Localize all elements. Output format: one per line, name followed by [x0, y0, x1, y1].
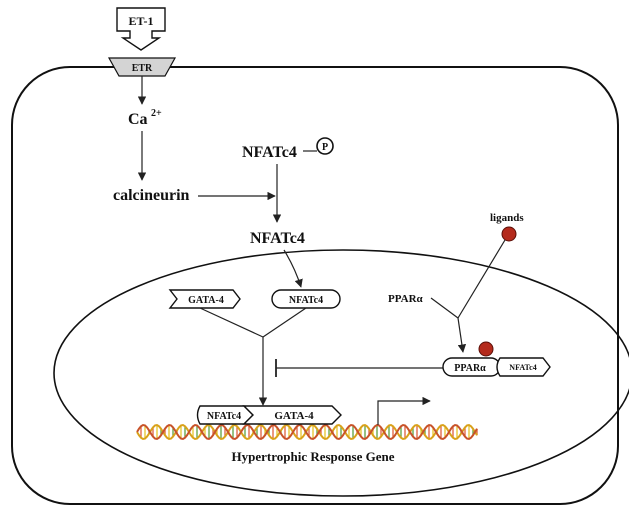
calcium-label: Ca — [128, 111, 148, 128]
cell-membrane — [11, 66, 619, 505]
phosphate-symbol: P — [322, 142, 328, 153]
nfatc4-gene-label: NFATc4 — [207, 411, 241, 422]
nucleus — [53, 249, 629, 497]
et1-arrow-box — [116, 7, 166, 51]
nfatc4-nuclear-import-arrow — [283, 249, 303, 288]
ligand-circle — [501, 226, 517, 242]
ppar-complex-label: PPARα — [454, 363, 486, 374]
gata4-gene-box — [242, 405, 342, 425]
nfatc4-to-junction-line — [262, 307, 307, 338]
gene-label: Hypertrophic Response Gene — [232, 449, 395, 464]
ppar-to-junction-line — [430, 297, 459, 319]
nfatc4-complex-label: NFATc4 — [509, 363, 536, 372]
nfatc4-complex-box — [496, 357, 551, 377]
phosphate-circle — [316, 137, 334, 155]
nfatc4-phospho-label: NFATc4 — [242, 144, 297, 161]
nfatc4-box-label: NFATc4 — [289, 295, 323, 306]
ligands-label: ligands — [490, 212, 524, 224]
et1-label: ET-1 — [129, 14, 154, 28]
ppar-alpha-label: PPARα — [388, 293, 424, 305]
etr-label: ETR — [132, 63, 153, 74]
nfatc4-free-label: NFATc4 — [250, 230, 305, 247]
dna-helix — [136, 423, 478, 441]
ppar-activation-arrow — [457, 317, 467, 353]
gata4-to-junction-line — [199, 307, 264, 338]
transcription-start-arrow — [377, 396, 431, 425]
etr-receptor — [107, 57, 177, 77]
calcium-superscript: 2+ — [151, 108, 162, 119]
gata4-gene-label: GATA-4 — [274, 410, 314, 422]
ligand-to-ppar-line — [457, 239, 506, 319]
dna-strand-a — [136, 423, 478, 441]
gata4-box — [168, 289, 241, 309]
gata4-box-label: GATA-4 — [188, 295, 224, 306]
calcineurin-label: calcineurin — [113, 187, 190, 204]
ligand-on-ppar — [478, 341, 494, 357]
dna-strand-b — [136, 423, 478, 441]
